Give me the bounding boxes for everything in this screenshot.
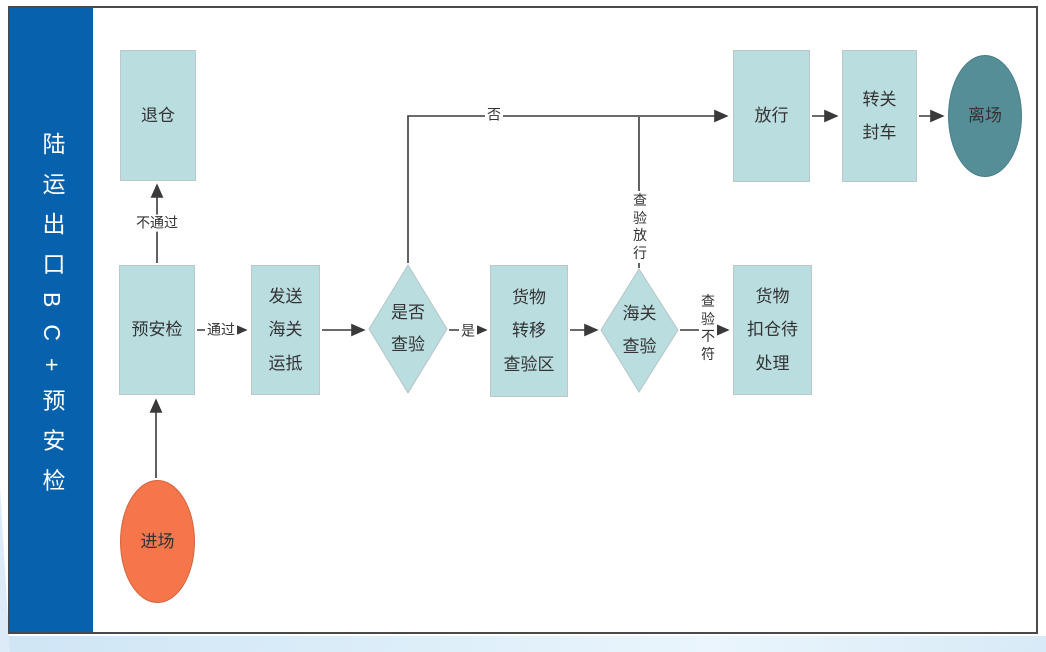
node-return-warehouse: 退仓 xyxy=(120,50,196,181)
edge-label-yes: 是 xyxy=(459,322,477,340)
page-title: 陆运出口BC+预安检 xyxy=(39,131,65,509)
edge-label-inspection-mismatch: 查 验 不 符 xyxy=(699,292,717,364)
node-inspect-or-not: 是否 查验 xyxy=(368,264,448,394)
node-release: 放行 xyxy=(733,50,810,182)
left-wave-decoration xyxy=(0,487,10,652)
node-exit: 离场 xyxy=(948,55,1022,177)
decision-label: 海关 查验 xyxy=(622,304,657,356)
edge-label-no-pass: 不通过 xyxy=(134,214,180,232)
node-pre-security-check: 预安检 xyxy=(119,265,195,395)
edge-label-no: 否 xyxy=(485,106,503,124)
bottom-wave-decoration xyxy=(0,636,1046,652)
decision-label: 是否 查验 xyxy=(391,302,425,354)
node-cargo-held-pending: 货物 扣仓待 处理 xyxy=(733,265,812,395)
node-move-to-inspection-area: 货物 转移 查验区 xyxy=(490,265,568,397)
sidebar-title-banner: 陆运出口BC+预安检 xyxy=(10,8,93,632)
edge-label-inspection-release: 查 验 放 行 xyxy=(631,191,649,263)
node-customs-inspection: 海关 查验 xyxy=(600,268,679,393)
node-send-customs-arrival: 发送 海关 运抵 xyxy=(251,265,320,395)
edge-label-pass: 通过 xyxy=(205,321,237,339)
node-entry: 进场 xyxy=(120,480,195,603)
node-transit-seal-truck: 转关 封车 xyxy=(842,50,917,182)
